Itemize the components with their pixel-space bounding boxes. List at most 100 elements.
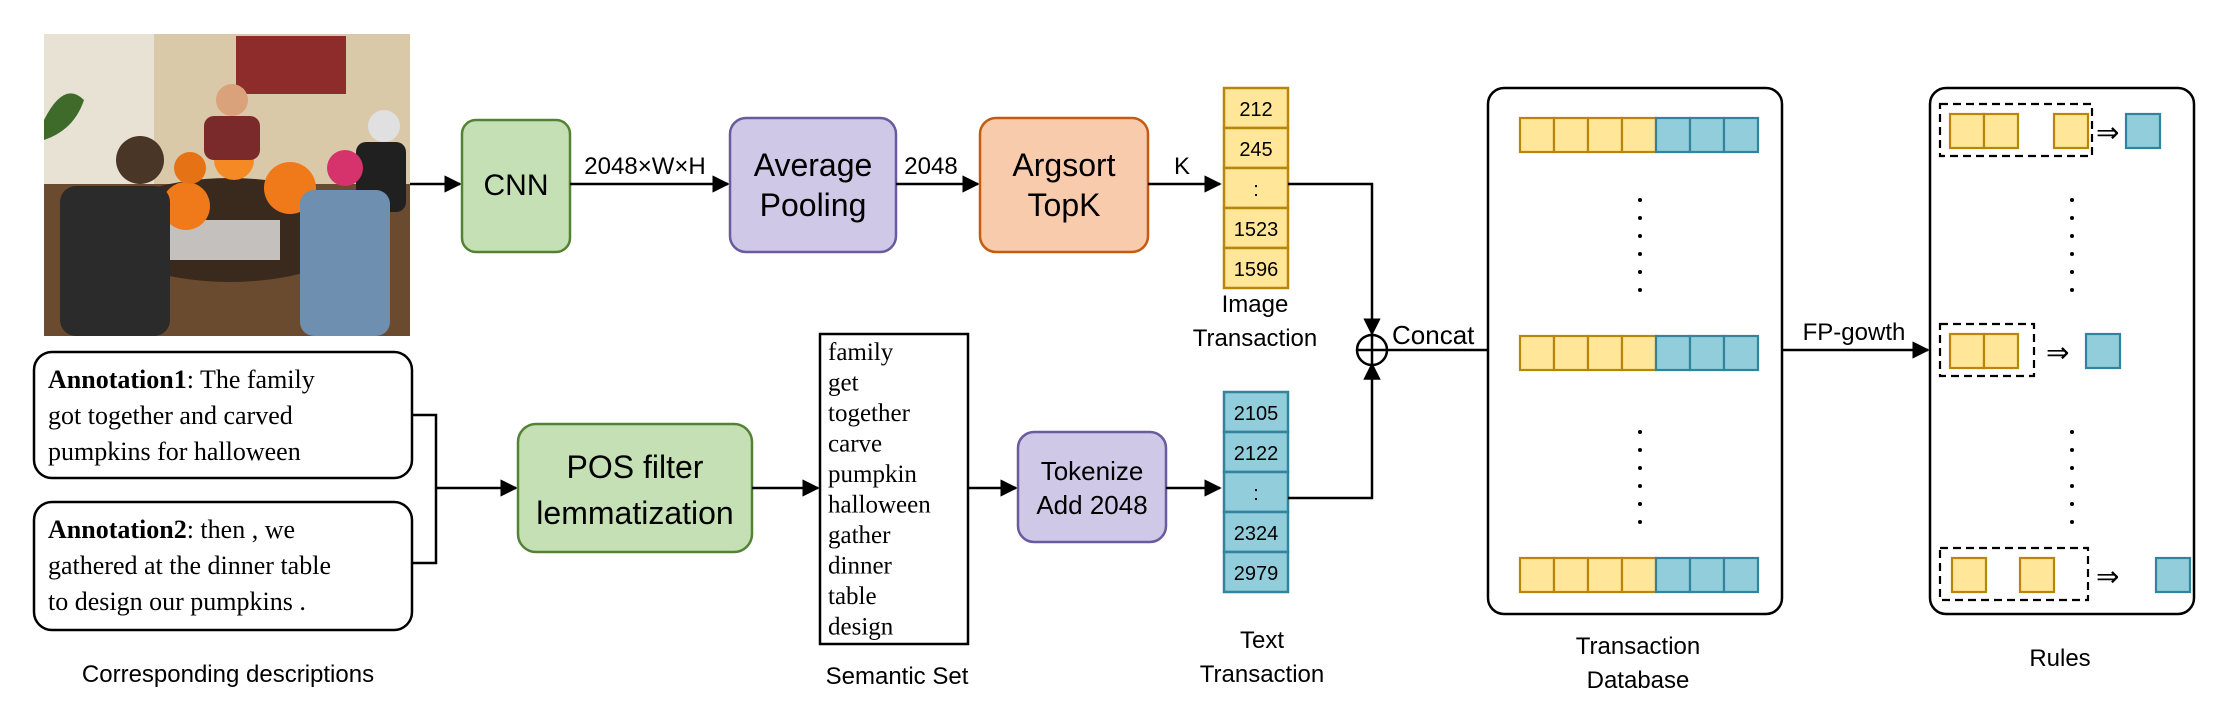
image-item-cell xyxy=(1586,556,1624,594)
ellipsis-dot xyxy=(1638,288,1642,292)
edge-label-k: K xyxy=(1174,153,1190,180)
photo-pumpkin-carving xyxy=(44,34,410,336)
ellipsis-dot xyxy=(2070,502,2074,506)
text-item-cell xyxy=(1688,556,1726,594)
edge-label-concat: Concat xyxy=(1392,320,1475,350)
annotation-merge-connector xyxy=(412,413,518,565)
edge-label-fp-growth: FP-gowth xyxy=(1803,319,1906,346)
semantic-word: family xyxy=(828,339,894,366)
argsort-topk-block: Argsort TopK xyxy=(978,116,1150,254)
rule-row: ⇒ xyxy=(1938,322,2122,378)
antecedent-item xyxy=(1948,332,1986,370)
text-transaction-column: 2105 2122: 2324 2979 xyxy=(1222,390,1290,594)
text-item-cell xyxy=(1654,556,1692,594)
image-transaction-value: 212 xyxy=(1239,99,1272,121)
semantic-word: design xyxy=(828,614,894,641)
edge-label-feature-map: 2048×W×H xyxy=(584,153,705,180)
antecedent-item xyxy=(1982,332,2020,370)
ellipsis-dot xyxy=(1638,502,1642,506)
caption-image-transaction-2: Transaction xyxy=(1193,325,1318,352)
caption-corresponding-descriptions: Corresponding descriptions xyxy=(82,661,374,688)
rule-row: ⇒ xyxy=(1938,546,2192,602)
image-item-cell xyxy=(1518,556,1556,594)
caption-database-1: Transaction xyxy=(1576,633,1701,660)
implies-arrow: ⇒ xyxy=(2096,560,2119,593)
ellipsis-dot xyxy=(2070,216,2074,220)
image-transaction-value: 245 xyxy=(1239,139,1272,161)
rules-box: ⇒ ⇒ ⇒ xyxy=(1928,86,2196,616)
antecedent-item xyxy=(1948,112,1986,150)
transaction-database-box xyxy=(1486,86,1784,616)
tokenize-label-2: Add 2048 xyxy=(1036,490,1147,520)
database-transaction-row xyxy=(1518,556,1760,594)
text-transaction-value: : xyxy=(1253,483,1259,505)
antecedent-box xyxy=(1938,322,2036,378)
annotation-2-line-3: to design our pumpkins . xyxy=(48,587,306,616)
consequent-item xyxy=(2154,556,2192,594)
semantic-word: get xyxy=(828,370,859,397)
image-item-cell xyxy=(1620,334,1658,372)
text-item-cell xyxy=(1722,116,1760,154)
pos-filter-block: POS filter lemmatization xyxy=(516,422,754,554)
image-item-cell xyxy=(1620,116,1658,154)
semantic-word: table xyxy=(828,583,877,610)
consequent-item xyxy=(2084,332,2122,370)
implies-arrow: ⇒ xyxy=(2046,336,2069,369)
ellipsis-dot xyxy=(1638,234,1642,238)
text-transaction-value: 2324 xyxy=(1234,523,1279,545)
antecedent-box xyxy=(1938,546,2090,602)
image-item-cell xyxy=(1586,116,1624,154)
semantic-word: halloween xyxy=(828,492,931,519)
tokenize-block: Tokenize Add 2048 xyxy=(1016,430,1168,544)
ellipsis-dot xyxy=(2070,234,2074,238)
edge-label-2048: 2048 xyxy=(904,153,957,180)
image-item-cell xyxy=(1518,116,1556,154)
ellipsis-dot xyxy=(1638,520,1642,524)
annotation-1-line-2: got together and carved xyxy=(48,401,293,430)
text-item-cell xyxy=(1654,116,1692,154)
annotation-2-title: Annotation2 xyxy=(48,515,187,544)
semantic-word: dinner xyxy=(828,553,893,580)
image-transaction-cell xyxy=(1222,246,1290,290)
antecedent-item xyxy=(2018,556,2056,594)
concat-operator-icon xyxy=(1355,333,1389,367)
tokenize-label-1: Tokenize xyxy=(1041,456,1144,486)
text-transaction-value: 2979 xyxy=(1234,563,1279,585)
annotation-1-line-1: : The family xyxy=(187,365,315,394)
implies-arrow: ⇒ xyxy=(2096,116,2119,149)
annotation-box-2: Annotation2: then , we gathered at the d… xyxy=(32,500,414,632)
image-transaction-value: 1596 xyxy=(1234,259,1279,281)
antecedent-box xyxy=(1938,102,2094,158)
caption-text-transaction-2: Transaction xyxy=(1200,661,1325,688)
ellipsis-dot xyxy=(2070,270,2074,274)
svg-text:Annotation1: The family: Annotation1: The family xyxy=(48,365,315,394)
image-item-cell xyxy=(1552,334,1590,372)
database-transaction-row xyxy=(1518,334,1760,372)
text-transaction-value: 2122 xyxy=(1234,443,1279,465)
ellipsis-dot xyxy=(1638,198,1642,202)
text-item-cell xyxy=(1722,556,1760,594)
ellipsis-dot xyxy=(1638,448,1642,452)
ellipsis-dot xyxy=(2070,288,2074,292)
text-item-cell xyxy=(1654,334,1692,372)
caption-image-transaction-1: Image xyxy=(1222,291,1289,318)
ellipsis-dot xyxy=(1638,216,1642,220)
image-item-cell xyxy=(1620,556,1658,594)
ellipsis-dot xyxy=(1638,484,1642,488)
caption-semantic-set: Semantic Set xyxy=(826,663,969,690)
semantic-set-box: familygettogethercarvepumpkinhalloweenga… xyxy=(818,332,970,646)
database-transaction-row xyxy=(1518,116,1760,154)
argsort-label-2: TopK xyxy=(1028,187,1101,223)
ellipsis-dot xyxy=(2070,484,2074,488)
text-transaction-cell xyxy=(1222,550,1290,594)
image-transaction-value: 1523 xyxy=(1234,219,1279,241)
annotation-1-title: Annotation1 xyxy=(48,365,187,394)
antecedent-item xyxy=(2052,112,2090,150)
average-pooling-block: Average Pooling xyxy=(728,116,898,254)
text-transaction-value: 2105 xyxy=(1234,403,1279,425)
cnn-label: CNN xyxy=(484,169,549,202)
text-item-cell xyxy=(1688,116,1726,154)
image-item-cell xyxy=(1586,334,1624,372)
